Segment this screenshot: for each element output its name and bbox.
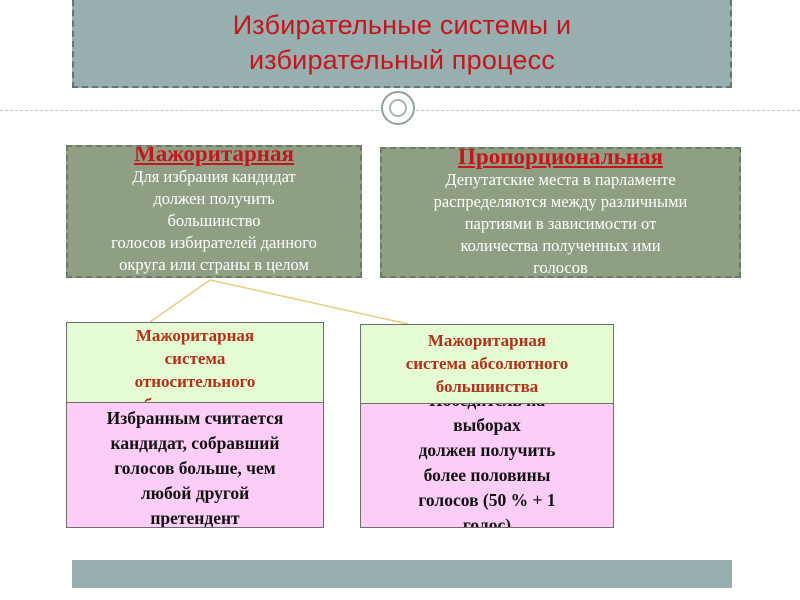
- proportional-line: распределяются между различными: [433, 192, 688, 211]
- proportional-line: партиями в зависимости от: [464, 214, 657, 233]
- majoritarian-line: округа или страны в целом: [119, 255, 309, 274]
- absolute-majority-title-box: Мажоритарная система абсолютного большин…: [360, 324, 614, 408]
- absolute-majority-desc-lines: Победитель на выборах должен получить бо…: [361, 404, 613, 528]
- relative-majority-desc-line: кандидат, собравший: [110, 433, 280, 453]
- relative-majority-description-box: Избранным считается кандидат, собравший …: [66, 402, 324, 528]
- relative-majority-title-line: относительного: [134, 372, 256, 391]
- proportional-line: голосов: [533, 258, 588, 277]
- relative-majority-title-line: система: [164, 349, 226, 368]
- relative-majority-desc-line: голосов больше, чем: [114, 458, 276, 478]
- majoritarian-line: должен получить: [153, 189, 275, 208]
- title-line-2: избирательный процесс: [248, 45, 556, 75]
- majoritarian-line: большинство: [167, 211, 261, 230]
- relative-majority-desc-line: претендент: [150, 508, 240, 528]
- absolute-majority-desc-line: голос): [462, 515, 512, 528]
- proportional-description: Депутатские места в парламенте распредел…: [382, 169, 739, 277]
- proportional-line: Депутатские места в парламенте: [445, 170, 676, 189]
- title-line-1: Избирательные системы и: [232, 10, 572, 40]
- ring-inner-circle: [389, 99, 407, 117]
- majoritarian-line: Для избрания кандидат: [132, 167, 296, 186]
- relative-majority-desc-line: любой другой: [140, 483, 250, 503]
- absolute-majority-title-line: Мажоритарная: [427, 331, 547, 350]
- absolute-majority-description-box: Победитель на выборах должен получить бо…: [360, 403, 614, 528]
- absolute-majority-desc-line: Победитель на: [361, 404, 613, 413]
- absolute-majority-desc-line: должен получить: [418, 440, 556, 460]
- relative-majority-title-line: Мажоритарная: [135, 326, 255, 345]
- relative-majority-title-box: Мажоритарная система относительного боль…: [66, 322, 324, 408]
- majoritarian-system-box: Мажоритарная Для избрания кандидат долже…: [66, 145, 362, 278]
- connector-to-absolute: [209, 279, 409, 325]
- absolute-majority-desc-line: выборах: [453, 415, 521, 435]
- relative-majority-desc-line: Избранным считается: [106, 408, 284, 428]
- proportional-heading: Пропорциональная: [458, 147, 663, 169]
- title-banner: Избирательные системы и избирательный пр…: [72, 0, 732, 88]
- absolute-majority-desc-line: голосов (50 % + 1: [418, 490, 556, 510]
- proportional-system-box: Пропорциональная Депутатские места в пар…: [380, 147, 741, 278]
- proportional-line: количества полученных ими: [460, 236, 661, 255]
- absolute-majority-title-line: система абсолютного: [405, 354, 569, 373]
- majoritarian-heading: Мажоритарная: [134, 145, 294, 166]
- majoritarian-description: Для избрания кандидат должен получить бо…: [68, 166, 360, 276]
- majoritarian-line: голосов избирателей данного: [111, 233, 317, 252]
- connector-to-relative: [149, 279, 211, 323]
- ring-icon: [381, 91, 415, 125]
- absolute-majority-desc-line: более половины: [423, 465, 551, 485]
- absolute-majority-title-line: большинства: [435, 377, 539, 396]
- footer-bar: [72, 560, 732, 588]
